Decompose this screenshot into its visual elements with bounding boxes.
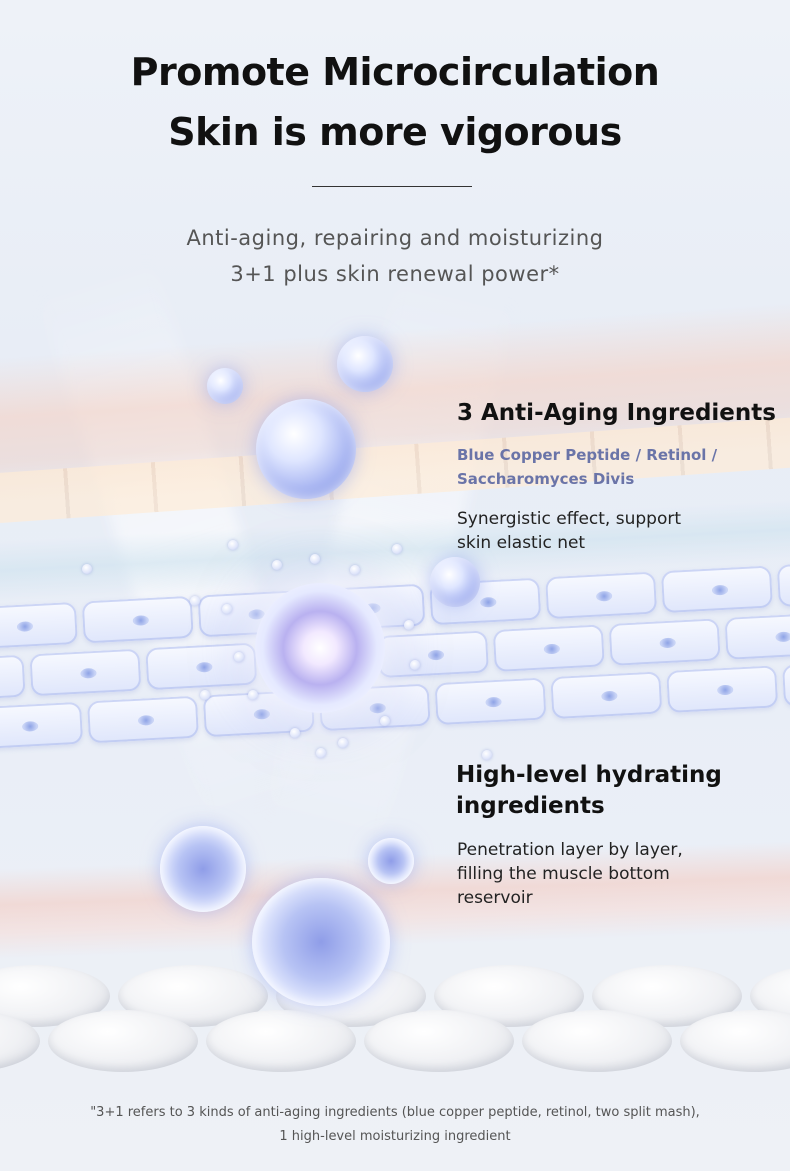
anti-aging-ingredients-line1: Blue Copper Peptide / Retinol / [457, 446, 718, 464]
subtitle-line1: Anti-aging, repairing and moisturizing [186, 226, 604, 250]
micro-bubble [272, 560, 282, 570]
micro-bubble [290, 728, 300, 738]
micro-bubble [404, 620, 414, 630]
anti-aging-desc-line2: skin elastic net [457, 533, 586, 553]
title-divider [312, 186, 472, 187]
micro-bubble [380, 716, 390, 726]
micro-bubble [338, 738, 348, 748]
ingredient-bubble [207, 368, 243, 404]
hydrating-desc-line1: Penetration layer by layer, [457, 840, 683, 860]
subtitle-line2: 3+1 plus skin renewal power* [230, 262, 560, 286]
core-ingredient-bubble [255, 583, 385, 713]
footnote-line2: 1 high-level moisturizing ingredient [279, 1129, 511, 1144]
hydrating-bubble [160, 826, 246, 912]
ingredient-bubble [256, 399, 356, 499]
micro-bubble [310, 554, 320, 564]
hydrating-title-line1: High-level hydrating [456, 762, 722, 788]
micro-bubble [410, 660, 420, 670]
page-title-line2: Skin is more vigorous [168, 110, 622, 154]
anti-aging-desc-line1: Synergistic effect, support [457, 509, 682, 529]
micro-bubble [248, 690, 258, 700]
ingredient-bubble [430, 557, 480, 607]
micro-bubble [222, 604, 232, 614]
micro-bubble [392, 544, 402, 554]
subcutaneous-fat-row [0, 1010, 790, 1072]
hydrating-bubble [252, 878, 390, 1006]
page-title-line1: Promote Microcirculation [130, 50, 660, 94]
micro-bubble [482, 750, 492, 760]
ingredient-bubble [337, 336, 393, 392]
micro-bubble [200, 690, 210, 700]
micro-bubble [228, 540, 238, 550]
hydrating-desc-line3: reservoir [457, 888, 533, 908]
micro-bubble [190, 596, 200, 606]
micro-bubble [316, 748, 326, 758]
footnote-line1: "3+1 refers to 3 kinds of anti-aging ing… [90, 1105, 700, 1120]
anti-aging-title: 3 Anti-Aging Ingredients [457, 400, 776, 426]
hydrating-bubble [368, 838, 414, 884]
hydrating-title-line2: ingredients [456, 793, 605, 819]
micro-bubble [350, 565, 360, 575]
micro-bubble [234, 652, 244, 662]
micro-bubble [82, 564, 92, 574]
hydrating-desc-line2: filling the muscle bottom [457, 864, 670, 884]
dermis-cells [0, 559, 790, 788]
anti-aging-ingredients-line2: Saccharomyces Divis [457, 470, 635, 488]
